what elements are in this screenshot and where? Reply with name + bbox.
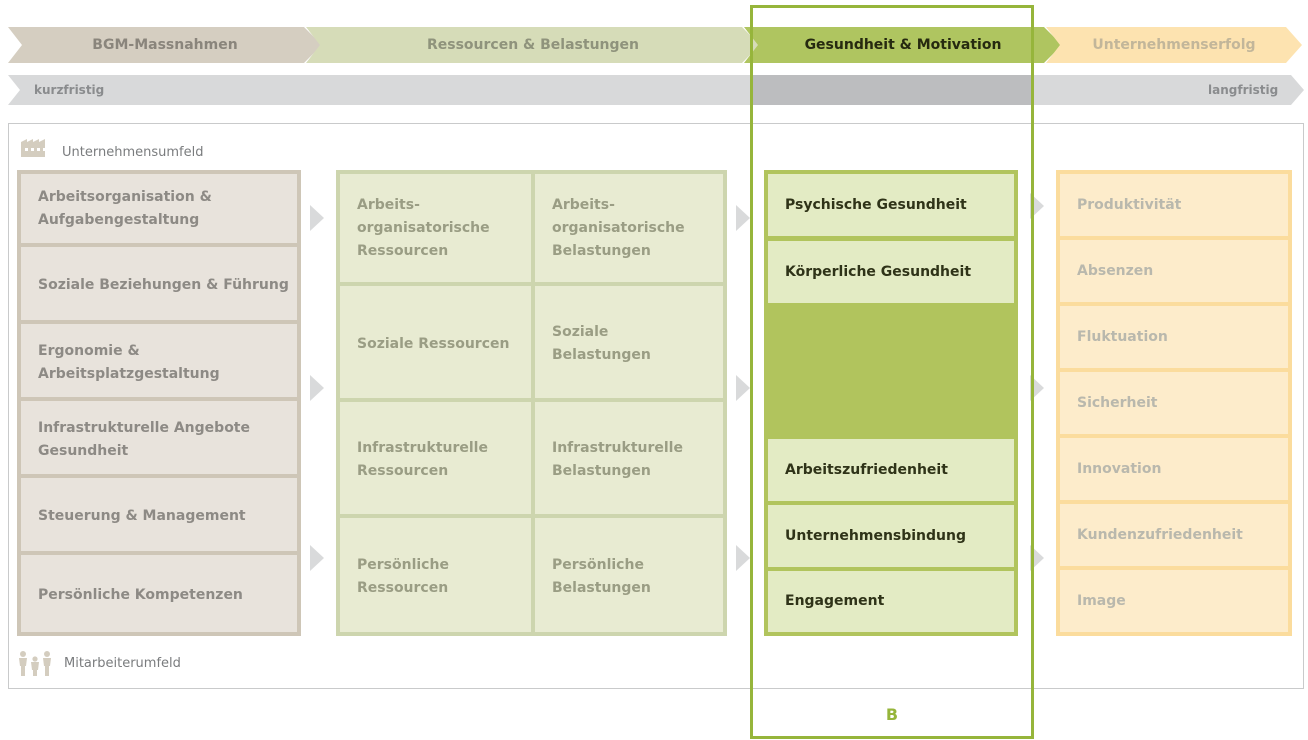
- resource-label: Arbeits-organisatorische Ressourcen: [357, 196, 490, 259]
- measure-item: Ergonomie & Arbeitsplatzgestaltung: [21, 328, 297, 401]
- success-item: Sicherheit: [1060, 372, 1288, 434]
- success-label: Innovation: [1077, 460, 1162, 477]
- health-motivation-column: Psychische Gesundheit Körperliche Gesund…: [764, 170, 1018, 636]
- measure-label: Infrastrukturelle Angebote Gesundheit: [38, 419, 250, 459]
- measure-label: Ergonomie & Arbeitsplatzgestaltung: [38, 342, 220, 382]
- success-label: Image: [1077, 592, 1126, 609]
- arrow-right-icon: [736, 205, 750, 231]
- measure-item: Infrastrukturelle Angebote Gesundheit: [21, 405, 297, 478]
- step-label: BGM-Massnahmen: [92, 37, 238, 53]
- success-label: Kundenzufriedenheit: [1077, 526, 1243, 543]
- resources-burdens-column: Arbeits-organisatorische Ressourcen Sozi…: [336, 170, 727, 636]
- measure-item: Soziale Beziehungen & Führung: [21, 251, 297, 324]
- company-success-column: Produktivität Absenzen Fluktuation Siche…: [1056, 170, 1292, 636]
- burden-label: Arbeits-organisatorische Belastungen: [552, 196, 685, 259]
- people-icon: [19, 651, 51, 676]
- timeline-short-term: kurzfristig: [34, 83, 105, 97]
- measure-item: Persönliche Kompetenzen: [21, 559, 297, 632]
- timeline-bar: [8, 75, 1304, 105]
- burden-label: Persönliche Belastungen: [552, 557, 651, 596]
- employee-environment-label: Mitarbeiterumfeld: [64, 656, 181, 671]
- resource-item: Infrastrukturelle Ressourcen: [340, 406, 531, 518]
- success-item: Image: [1060, 570, 1288, 632]
- arrow-right-icon: [736, 375, 750, 401]
- arrow-right-icon: [310, 375, 324, 401]
- company-environment-label: Unternehmensumfeld: [62, 145, 204, 160]
- resource-label: Soziale Ressourcen: [357, 335, 510, 352]
- step-label: Gesundheit & Motivation: [804, 37, 1002, 53]
- health-item: Arbeitszufriedenheit: [768, 439, 1014, 501]
- resource-label: Infrastrukturelle Ressourcen: [357, 440, 488, 479]
- health-item: Psychische Gesundheit: [768, 174, 1014, 236]
- step-label: Ressourcen & Belastungen: [426, 37, 639, 53]
- health-label: Unternehmensbindung: [785, 527, 967, 544]
- measure-label: Soziale Beziehungen & Führung: [38, 277, 289, 293]
- measure-label: Persönliche Kompetenzen: [38, 587, 243, 603]
- success-label: Produktivität: [1077, 196, 1182, 213]
- factory-icon: [21, 139, 45, 157]
- health-item: Engagement: [768, 571, 1014, 632]
- arrow-right-icon: [310, 205, 324, 231]
- health-label: Arbeitszufriedenheit: [785, 461, 948, 478]
- column-divider: [531, 174, 535, 632]
- measure-item: Arbeitsorganisation & Aufgabengestaltung: [21, 174, 297, 247]
- burden-item: Arbeits-organisatorische Belastungen: [535, 174, 723, 286]
- step-ressourcen-belastungen: Ressourcen & Belastungen: [306, 27, 760, 63]
- step-label: Unternehmenserfolg: [1092, 37, 1256, 53]
- success-item: Produktivität: [1060, 174, 1288, 236]
- resource-item: Persönliche Ressourcen: [340, 522, 531, 632]
- arrow-right-icon: [736, 545, 750, 571]
- measure-item: Steuerung & Management: [21, 482, 297, 555]
- health-item: Unternehmensbindung: [768, 505, 1014, 567]
- measure-label: Steuerung & Management: [38, 508, 246, 524]
- health-label: Körperliche Gesundheit: [785, 263, 972, 280]
- success-item: Absenzen: [1060, 240, 1288, 302]
- success-item: Innovation: [1060, 438, 1288, 500]
- burden-item: Persönliche Belastungen: [535, 522, 723, 632]
- timeline-highlight: [752, 75, 1032, 105]
- health-item: Körperliche Gesundheit: [768, 241, 1014, 303]
- resource-label: Persönliche Ressourcen: [357, 557, 449, 596]
- burden-item: Soziale Belastungen: [535, 290, 723, 402]
- resource-item: Soziale Ressourcen: [340, 290, 531, 402]
- success-label: Sicherheit: [1077, 394, 1158, 411]
- highlight-label: B: [885, 705, 899, 724]
- success-label: Fluktuation: [1077, 328, 1168, 345]
- arrow-right-icon: [310, 545, 324, 571]
- success-item: Fluktuation: [1060, 306, 1288, 368]
- measure-label: Arbeitsorganisation & Aufgabengestaltung: [38, 188, 212, 228]
- resource-item: Arbeits-organisatorische Ressourcen: [340, 174, 531, 286]
- step-bgm-massnahmen: BGM-Massnahmen: [8, 27, 322, 63]
- burden-label: Soziale Belastungen: [552, 324, 651, 363]
- step-gesundheit-motivation: Gesundheit & Motivation: [744, 27, 1062, 63]
- step-unternehmenserfolg: Unternehmenserfolg: [1046, 27, 1302, 63]
- timeline-long-term: langfristig: [1208, 83, 1279, 97]
- environment-frame: [8, 123, 1304, 689]
- success-label: Absenzen: [1077, 262, 1154, 279]
- highlight-frame: [750, 5, 1034, 739]
- measures-column: Arbeitsorganisation & Aufgabengestaltung…: [17, 170, 301, 636]
- burden-label: Infrastrukturelle Belastungen: [552, 440, 683, 479]
- success-item: Kundenzufriedenheit: [1060, 504, 1288, 566]
- health-label: Psychische Gesundheit: [785, 196, 967, 213]
- burden-item: Infrastrukturelle Belastungen: [535, 406, 723, 518]
- health-label: Engagement: [785, 593, 885, 609]
